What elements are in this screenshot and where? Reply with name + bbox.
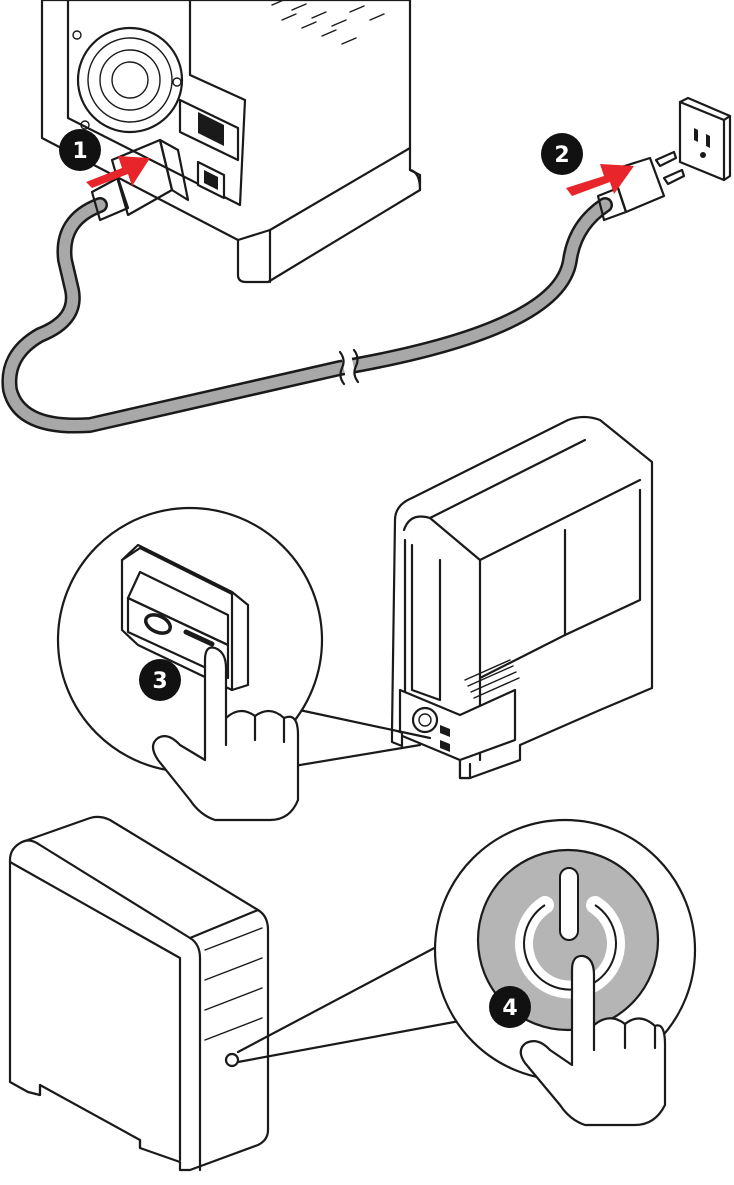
power-button-zoom-callout [238,820,695,1125]
step-badge-1: 1 [59,129,101,171]
svg-text:3: 3 [152,669,167,694]
svg-text:2: 2 [554,143,569,168]
svg-text:4: 4 [502,996,517,1021]
step-badge-3: 3 [139,659,181,701]
step-badge-2: 2 [541,133,583,175]
wall-outlet-icon [680,98,730,180]
step-badge-4: 4 [489,986,531,1028]
switch-zoom-callout [58,508,430,820]
pc-tower [10,817,268,1170]
svg-text:1: 1 [72,139,87,164]
pc-case-open [392,417,652,778]
cable-break-mark [340,350,358,387]
